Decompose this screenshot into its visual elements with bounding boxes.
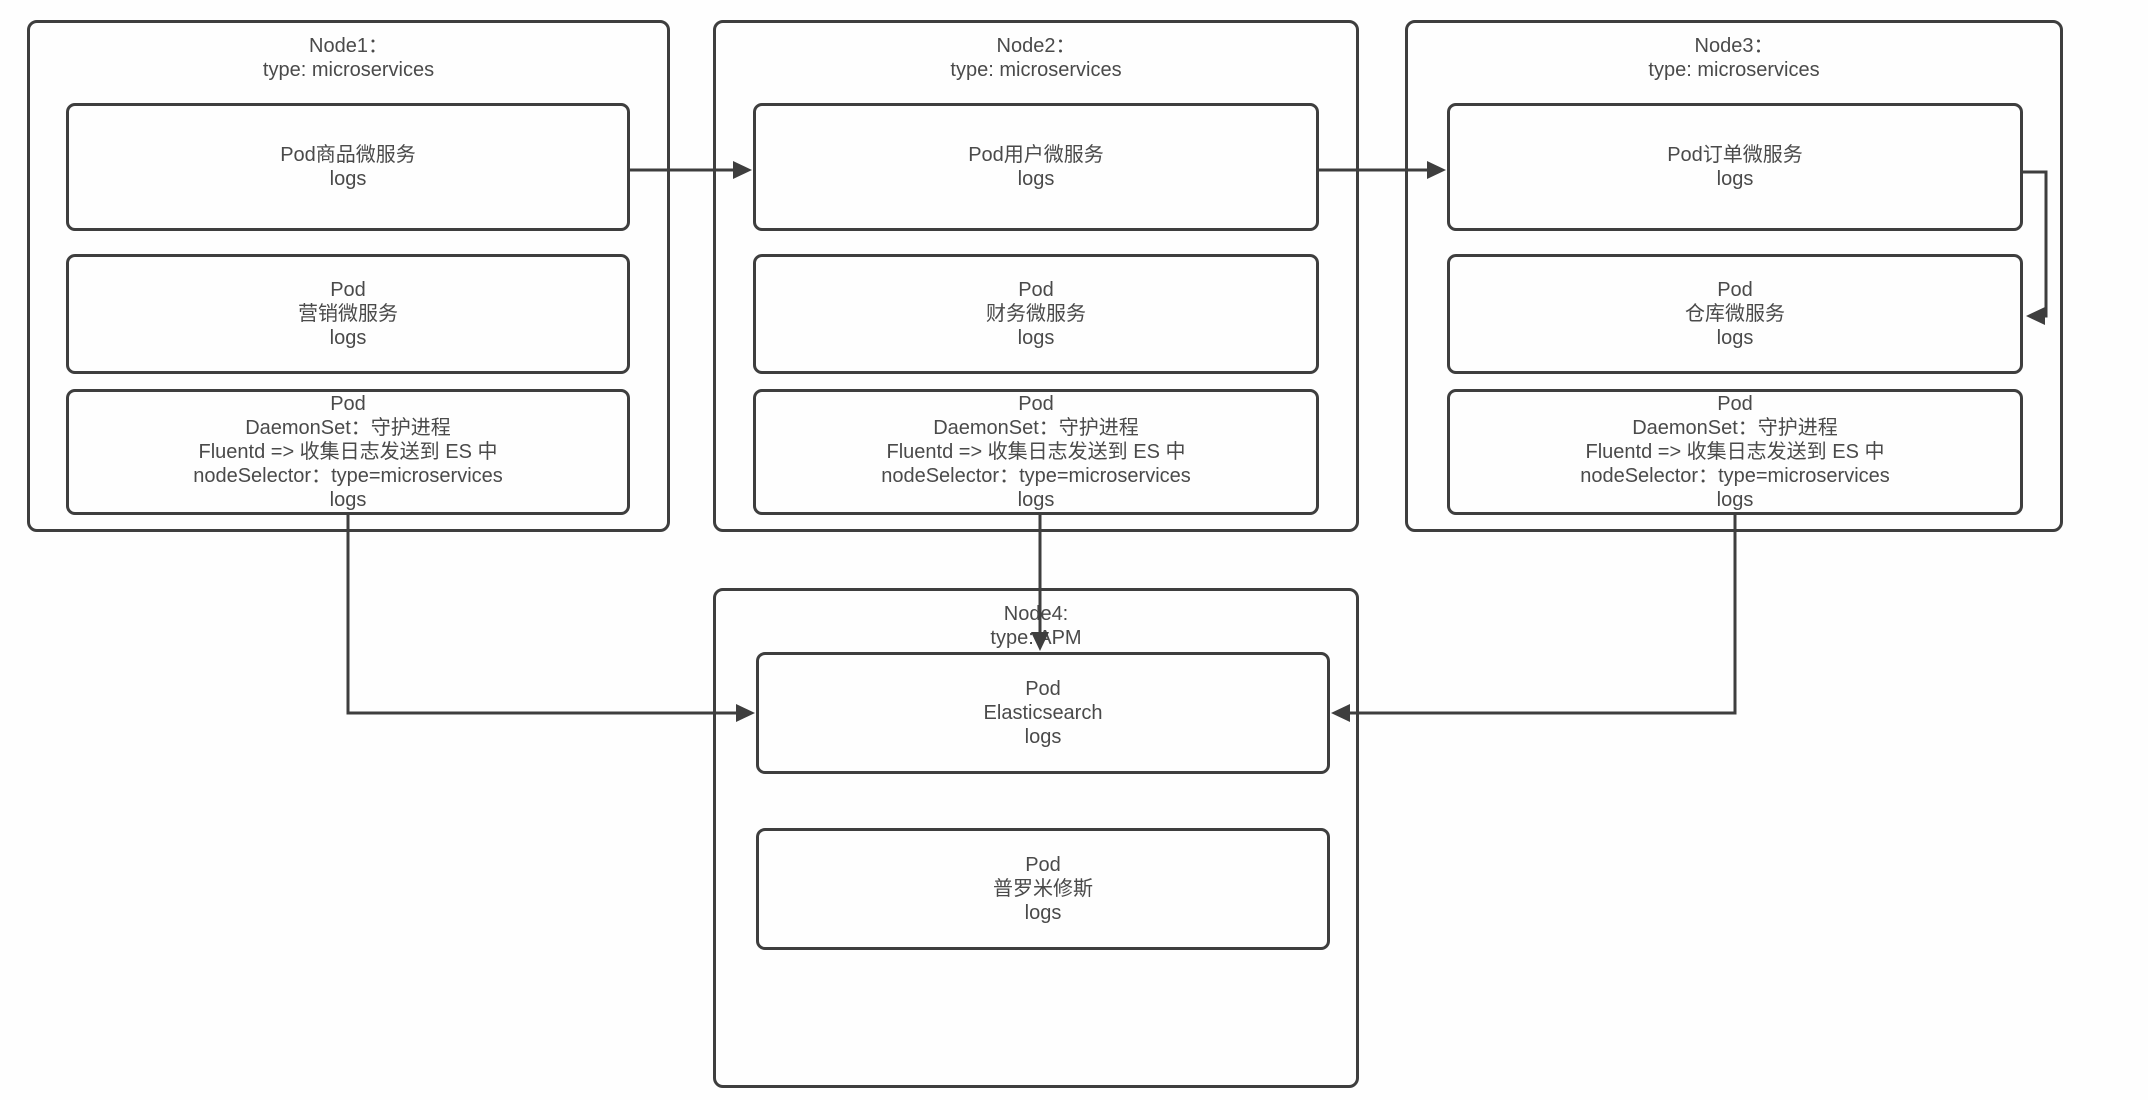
pod-text-line: nodeSelector：type=microservices [1580, 465, 1890, 487]
node1-title-line: Node1： [309, 35, 388, 57]
pod-text-line: logs [1716, 168, 1754, 190]
pod-text-line: Pod [330, 279, 366, 301]
pod-text-line: logs [1017, 489, 1055, 511]
node4-title: Node4: type: APM [716, 602, 1356, 650]
edge-daemonset1-to-elasticsearch [346, 515, 755, 722]
pod-text-line: 仓库微服务 [1685, 303, 1785, 325]
pod-text-line: Pod [1717, 393, 1753, 415]
pod-text-line: nodeSelector：type=microservices [193, 465, 503, 487]
node3-subtitle-line: type: microservices [1648, 59, 1820, 81]
pod-product-microservice: Pod商品微服务 logs [66, 103, 630, 231]
node4-box: Node4: type: APM [713, 588, 1359, 1088]
node3-title-line: Node3： [1694, 35, 1774, 57]
pod-text-line: Fluentd => 收集日志发送到 ES 中 [886, 441, 1186, 463]
pod-text-line: DaemonSet：守护进程 [245, 417, 451, 439]
node2-box: Node2： type: microservices [713, 20, 1359, 532]
pod-prometheus: Pod 普罗米修斯 logs [756, 828, 1330, 950]
node2-title: Node2： type: microservices [716, 34, 1356, 82]
pod-text-line: Fluentd => 收集日志发送到 ES 中 [1585, 441, 1885, 463]
pod-user-microservice: Pod用户微服务 logs [753, 103, 1319, 231]
pod-text-line: 普罗米修斯 [993, 878, 1093, 900]
pod-text-line: Pod [1025, 678, 1061, 700]
pod-text-line: Pod商品微服务 [280, 144, 416, 166]
pod-text-line: logs [329, 489, 367, 511]
node2-subtitle-line: type: microservices [950, 59, 1122, 81]
pod-warehouse-microservice: Pod 仓库微服务 logs [1447, 254, 2023, 374]
pod-text-line: nodeSelector：type=microservices [881, 465, 1191, 487]
pod-text-line: logs [1716, 327, 1754, 349]
pod-text-line: logs [329, 168, 367, 190]
pod-text-line: 营销微服务 [298, 303, 398, 325]
pod-text-line: Pod [1018, 393, 1054, 415]
edge-daemonset3-to-elasticsearch [1331, 515, 1737, 722]
pod-text-line: Pod [1717, 279, 1753, 301]
pod-text-line: logs [1716, 489, 1754, 511]
pod-elasticsearch: Pod Elasticsearch logs [756, 652, 1330, 774]
node1-subtitle-line: type: microservices [262, 59, 435, 81]
pod-text-line: DaemonSet：守护进程 [1632, 417, 1838, 439]
pod-text-line: logs [329, 327, 367, 349]
pod-text-line: Fluentd => 收集日志发送到 ES 中 [198, 441, 498, 463]
node2-title-line: Node2： [996, 35, 1076, 57]
node1-title: Node1： type: microservices [30, 34, 667, 82]
pod-text-line: Pod用户微服务 [968, 144, 1104, 166]
pod-text-line: Pod [1025, 854, 1061, 876]
pod-text-line: logs [1024, 726, 1062, 748]
node4-title-line: Node4: [1003, 603, 1069, 625]
node3-title: Node3： type: microservices [1408, 34, 2060, 82]
pod-marketing-microservice: Pod 营销微服务 logs [66, 254, 630, 374]
pod-text-line: logs [1017, 327, 1055, 349]
pod-text-line: logs [1017, 168, 1055, 190]
pod-finance-microservice: Pod 财务微服务 logs [753, 254, 1319, 374]
pod-order-microservice: Pod订单微服务 logs [1447, 103, 2023, 231]
pod-daemonset-fluentd-node1: Pod DaemonSet：守护进程 Fluentd => 收集日志发送到 ES… [66, 389, 630, 515]
pod-text-line: 财务微服务 [986, 303, 1086, 325]
pod-text-line: Pod [1018, 279, 1054, 301]
pod-text-line: Pod订单微服务 [1667, 144, 1803, 166]
pod-daemonset-fluentd-node2: Pod DaemonSet：守护进程 Fluentd => 收集日志发送到 ES… [753, 389, 1319, 515]
pod-text-line: Pod [330, 393, 366, 415]
pod-text-line: Elasticsearch [983, 702, 1103, 724]
pod-text-line: logs [1024, 902, 1062, 924]
pod-text-line: DaemonSet：守护进程 [933, 417, 1139, 439]
node4-subtitle-line: type: APM [990, 627, 1082, 649]
pod-daemonset-fluentd-node3: Pod DaemonSet：守护进程 Fluentd => 收集日志发送到 ES… [1447, 389, 2023, 515]
